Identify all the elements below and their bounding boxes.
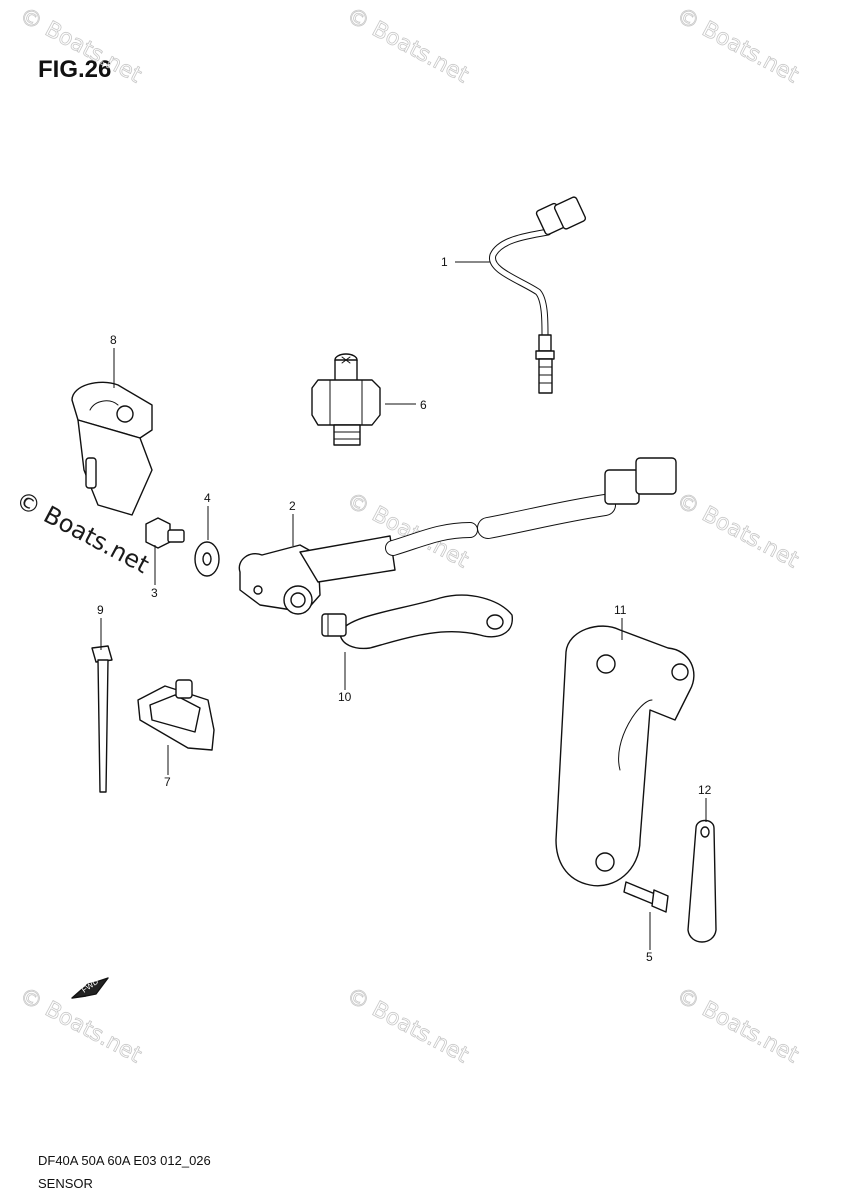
leader-lines [100, 261, 707, 950]
part-1-sensor-harness[interactable] [489, 196, 587, 394]
callout-4: 4 [204, 491, 211, 505]
diagram-code: DF40A 50A 60A E03 012_026 [38, 1153, 211, 1168]
fwd-arrow-icon: FWD [71, 977, 109, 999]
callouts: 1 2 3 4 5 6 7 8 9 10 11 12 [97, 255, 712, 964]
watermark: © Boats.net [342, 3, 473, 88]
watermark: © Boats.net [672, 983, 803, 1068]
watermark: © Boats.net [342, 983, 473, 1068]
watermark: © Boats.net [672, 488, 803, 573]
part-12-strap[interactable] [687, 819, 717, 943]
part-10-arm[interactable] [321, 594, 513, 650]
part-6-pressure-switch[interactable] [311, 353, 381, 446]
diagram-name: SENSOR [38, 1176, 93, 1191]
part-5-bolt[interactable] [623, 881, 669, 913]
callout-7: 7 [164, 775, 171, 789]
watermark: © Boats.net [672, 3, 803, 88]
callout-5: 5 [646, 950, 653, 964]
part-7-clamp[interactable] [137, 679, 215, 751]
callout-2: 2 [289, 499, 296, 513]
callout-11: 11 [614, 603, 627, 617]
callout-1: 1 [441, 255, 448, 269]
figure-title: FIG.26 [38, 56, 112, 83]
part-3-bolt[interactable] [145, 517, 185, 549]
callout-10: 10 [338, 690, 352, 704]
part-9-cable-tie[interactable] [91, 645, 113, 793]
callout-9: 9 [97, 603, 104, 617]
part-4-washer[interactable] [194, 541, 220, 577]
part-8-cover[interactable] [71, 381, 153, 516]
callout-6: 6 [420, 398, 427, 412]
part-11-bracket[interactable] [555, 625, 695, 887]
callout-8: 8 [110, 333, 117, 347]
watermark: © Boats.net [15, 3, 146, 88]
part-2-sensor[interactable] [238, 457, 677, 615]
callout-3: 3 [151, 586, 158, 600]
callout-12: 12 [698, 783, 712, 797]
